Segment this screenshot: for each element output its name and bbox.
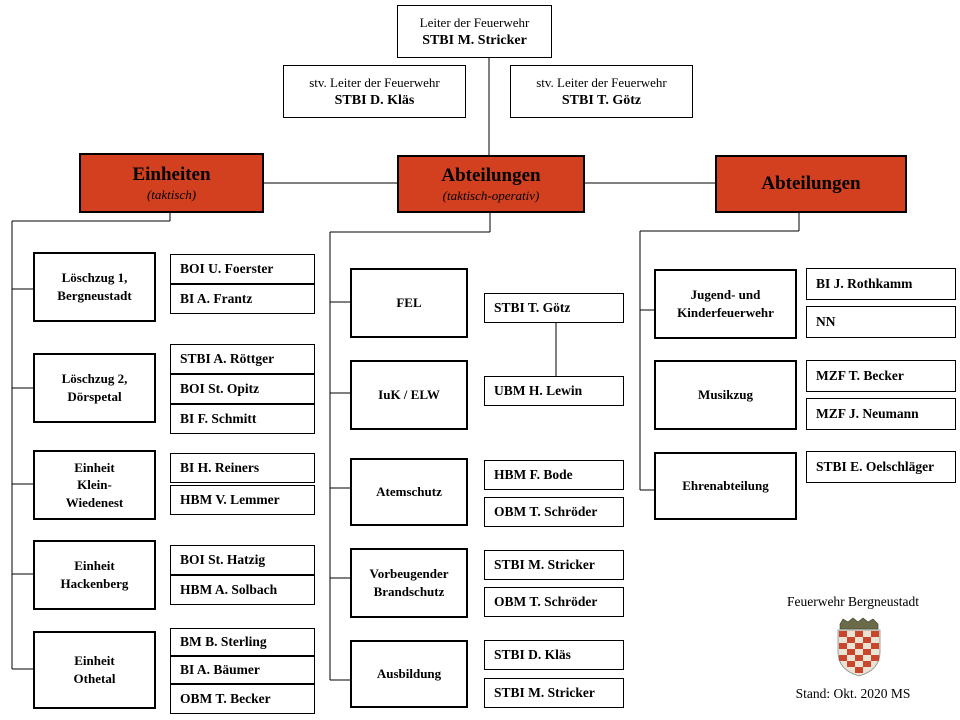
department-name: Jugend- und Kinderfeuerwehr [677, 287, 774, 320]
header-title: Einheiten [132, 163, 211, 185]
person-box: OBM T. Becker [170, 684, 315, 714]
person-box: OBM T. Schröder [484, 587, 624, 617]
person-box: UBM H. Lewin [484, 376, 624, 406]
department-box: Musikzug [654, 360, 797, 430]
header-subtitle: (taktisch-operativ) [442, 187, 540, 203]
person-name: STBI T. Götz [494, 300, 571, 315]
person-name: STBI D. Kläs [494, 647, 571, 662]
deputy-title: stv. Leiter der Feuerwehr [536, 74, 667, 90]
header-units: Einheiten (taktisch) [79, 153, 264, 213]
department-name: Vorbeugender Brandschutz [369, 566, 449, 599]
person-name: OBM T. Schröder [494, 504, 598, 519]
unit-name: Löschzug 1, Bergneustadt [57, 270, 132, 303]
person-box: BI A. Frantz [170, 284, 315, 314]
person-name: BOI St. Opitz [180, 381, 260, 396]
person-name: STBI M. Stricker [494, 557, 595, 572]
person-name: NN [816, 314, 836, 329]
unit-name: Löschzug 2, Dörspetal [61, 371, 128, 404]
person-name: STBI A. Röttger [180, 351, 275, 366]
person-box: HBM F. Bode [484, 460, 624, 490]
person-box: BI F. Schmitt [170, 404, 315, 434]
person-name: OBM T. Becker [180, 691, 271, 706]
person-name: BI A. Bäumer [180, 662, 260, 677]
unit-name: Einheit Othetal [73, 653, 116, 686]
person-box: BOI U. Foerster [170, 254, 315, 284]
person-name: STBI E. Oelschläger [816, 459, 935, 474]
person-box: MZF J. Neumann [806, 398, 956, 430]
header-title: Abteilungen [761, 173, 861, 194]
deputy-box: stv. Leiter der Feuerwehr STBI T. Götz [510, 65, 693, 118]
department-box: Ehrenabteilung [654, 452, 797, 520]
person-name: BOI U. Foerster [180, 261, 274, 276]
person-box: BI J. Rothkamm [806, 268, 956, 300]
department-name: IuK / ELW [378, 387, 440, 403]
department-box: IuK / ELW [350, 360, 468, 430]
person-name: BI F. Schmitt [180, 411, 257, 426]
department-box: Jugend- und Kinderfeuerwehr [654, 269, 797, 339]
unit-box: Einheit Othetal [33, 631, 156, 709]
coat-of-arms-icon [834, 616, 884, 678]
department-name: FEL [396, 295, 422, 311]
department-box: Atemschutz [350, 458, 468, 526]
department-box: Vorbeugender Brandschutz [350, 548, 468, 618]
person-name: BM B. Sterling [180, 634, 267, 649]
person-box: HBM A. Solbach [170, 575, 315, 605]
person-name: BI H. Reiners [180, 460, 260, 475]
unit-box: Löschzug 1, Bergneustadt [33, 252, 156, 322]
person-box: BOI St. Opitz [170, 374, 315, 404]
deputy-title: stv. Leiter der Feuerwehr [309, 74, 440, 90]
header-title: Abteilungen [441, 164, 541, 186]
department-box: Ausbildung [350, 640, 468, 708]
person-box: STBI E. Oelschläger [806, 451, 956, 483]
person-name: HBM A. Solbach [180, 582, 278, 597]
deputy-name: STBI D. Kläs [334, 92, 415, 108]
person-box: STBI T. Götz [484, 293, 624, 323]
unit-box: Löschzug 2, Dörspetal [33, 353, 156, 423]
header-operative-departments: Abteilungen (taktisch-operativ) [397, 155, 585, 213]
person-name: MZF T. Becker [816, 368, 904, 383]
department-name: Ehrenabteilung [682, 478, 769, 494]
department-name: Ausbildung [376, 666, 442, 682]
person-box: MZF T. Becker [806, 360, 956, 392]
person-name: OBM T. Schröder [494, 594, 598, 609]
person-box: STBI D. Kläs [484, 640, 624, 670]
department-name: Musikzug [698, 387, 753, 403]
person-name: BI A. Frantz [180, 291, 253, 306]
header-departments: Abteilungen [715, 155, 907, 213]
deputy-box: stv. Leiter der Feuerwehr STBI D. Kläs [283, 65, 466, 118]
person-box: OBM T. Schröder [484, 497, 624, 527]
person-box: BI A. Bäumer [170, 656, 315, 684]
person-box: STBI M. Stricker [484, 550, 624, 580]
leader-box: Leiter der Feuerwehr STBI M. Stricker [397, 5, 552, 58]
unit-name: Einheit Hackenberg [60, 558, 129, 591]
person-name: HBM F. Bode [494, 467, 573, 482]
person-box: BI H. Reiners [170, 453, 315, 483]
department-name: Atemschutz [376, 484, 442, 500]
leader-title: Leiter der Feuerwehr [419, 14, 530, 30]
person-name: BOI St. Hatzig [180, 552, 266, 567]
org-name: Feuerwehr Bergneustadt [786, 594, 920, 609]
department-box: FEL [350, 268, 468, 338]
header-subtitle: (taktisch) [146, 186, 197, 202]
person-name: STBI M. Stricker [494, 685, 595, 700]
person-box: BOI St. Hatzig [170, 545, 315, 575]
person-box: HBM V. Lemmer [170, 485, 315, 515]
person-name: BI J. Rothkamm [816, 276, 913, 291]
person-name: MZF J. Neumann [816, 406, 919, 421]
unit-name: Einheit Klein- Wiedenest [65, 459, 124, 510]
unit-box: Einheit Hackenberg [33, 540, 156, 610]
person-name: HBM V. Lemmer [180, 492, 280, 507]
person-box: NN [806, 306, 956, 338]
status-date: Stand: Okt. 2020 MS [795, 686, 911, 701]
person-box: STBI M. Stricker [484, 678, 624, 708]
deputy-name: STBI T. Götz [561, 92, 642, 108]
leader-name: STBI M. Stricker [422, 32, 527, 48]
person-box: STBI A. Röttger [170, 344, 315, 374]
unit-box: Einheit Klein- Wiedenest [33, 450, 156, 520]
person-name: UBM H. Lewin [494, 383, 583, 398]
person-box: BM B. Sterling [170, 628, 315, 656]
